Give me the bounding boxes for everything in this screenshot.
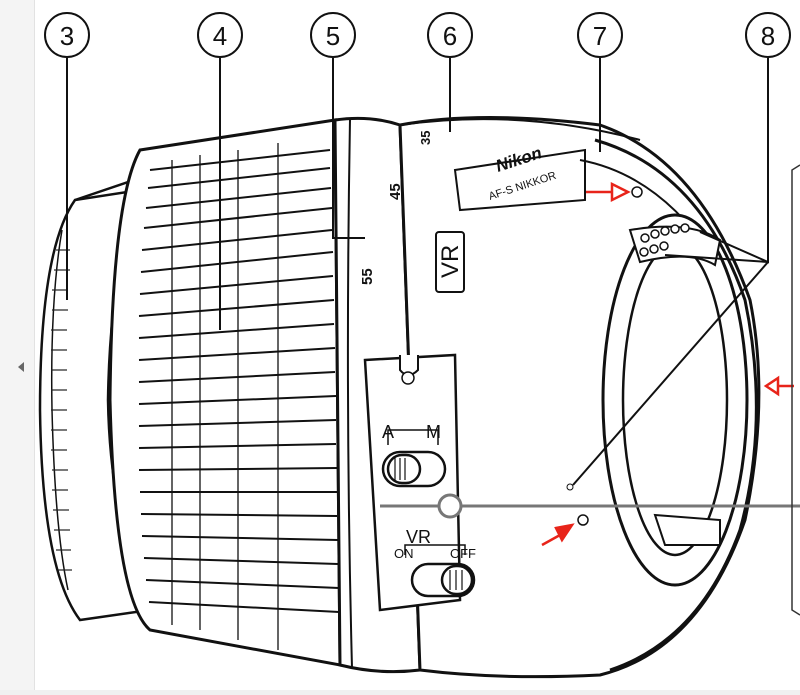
mount-index-arrow-icon: [541, 181, 631, 547]
vr-switch[interactable]: [404, 544, 476, 598]
callout-6: 6: [427, 12, 473, 58]
callout-5: 5: [310, 12, 356, 58]
svg-text:8: 8: [761, 21, 775, 51]
af-label-m: M: [426, 422, 441, 442]
svg-text:5: 5: [326, 21, 340, 51]
svg-text:3: 3: [60, 21, 74, 51]
svg-text:4: 4: [213, 21, 227, 51]
cpu-contacts: [639, 223, 690, 257]
panel-collapse-arrow-icon[interactable]: [18, 362, 24, 372]
svg-text:6: 6: [443, 21, 457, 51]
af-label-a: A: [382, 422, 394, 442]
af-switch[interactable]: [381, 429, 447, 488]
focal-mark-45: 45: [387, 183, 404, 200]
focal-mark-35: 35: [418, 131, 433, 145]
vr-badge: VR: [435, 231, 465, 293]
image-slider-handle[interactable]: [380, 493, 800, 519]
right-panel-edge: [791, 164, 800, 616]
callout-3: 3: [44, 12, 90, 58]
leader-lines: [66, 58, 769, 486]
vr-label-on: ON: [394, 546, 414, 561]
vr-label: VR: [406, 527, 431, 547]
svg-text:VR: VR: [437, 245, 464, 278]
zoom-indicator-icon[interactable]: [763, 375, 794, 397]
callout-4: 4: [197, 12, 243, 58]
focus-ring-knurling: [51, 249, 72, 571]
mount-index-marks: [566, 186, 643, 526]
side-panel-toggle[interactable]: [0, 0, 35, 695]
zoom-ring: [108, 118, 342, 667]
callout-7: 7: [577, 12, 623, 58]
callout-8: 8: [745, 12, 791, 58]
bottom-border: [0, 690, 800, 695]
focal-mark-55: 55: [359, 268, 376, 285]
svg-text:7: 7: [593, 21, 607, 51]
vr-label-off: OFF: [450, 546, 476, 561]
